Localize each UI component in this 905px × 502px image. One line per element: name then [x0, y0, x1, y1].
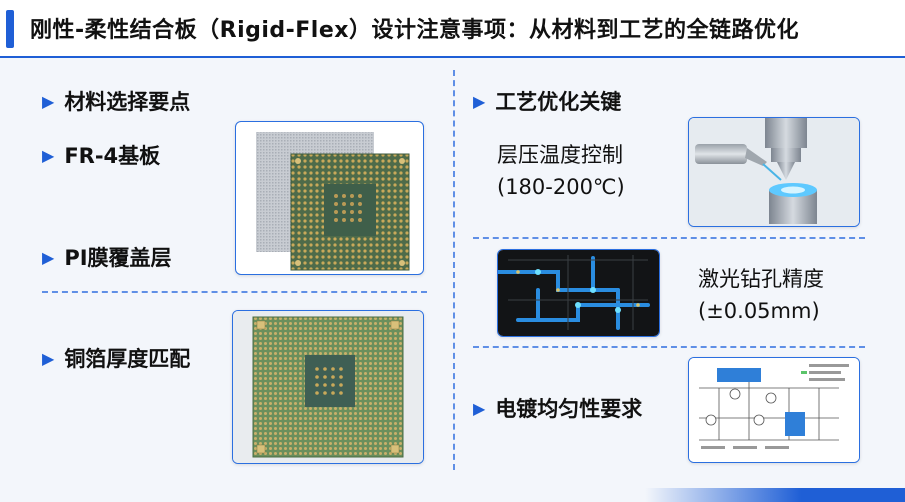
- list-item-label: 铜箔厚度匹配: [64, 347, 191, 371]
- lamination-temperature: 层压温度控制 (180-200℃): [497, 139, 625, 203]
- triangle-right-icon: ▶: [42, 248, 55, 267]
- plating-uniformity: ▶ 电镀均匀性要求: [473, 393, 642, 423]
- lamination-value: (180-200℃): [497, 175, 625, 199]
- title-accent: [6, 10, 14, 48]
- section-heading-materials: ▶ 材料选择要点: [42, 86, 190, 116]
- divider-right-2: [473, 346, 865, 348]
- list-item-label: PI膜覆盖层: [64, 246, 172, 270]
- laser-drill-image: [688, 117, 860, 227]
- triangle-right-icon: ▶: [42, 146, 55, 165]
- laser-drilling-precision: 激光钻孔精度 (±0.05mm): [698, 263, 824, 327]
- copper-foil-chip-image: [232, 310, 424, 464]
- plating-schematic-image: [688, 357, 860, 463]
- drilling-value: (±0.05mm): [698, 299, 820, 323]
- triangle-right-icon: ▶: [473, 399, 486, 418]
- corner-accent: [645, 488, 905, 502]
- plating-label: 电镀均匀性要求: [495, 397, 643, 421]
- divider-right-1: [473, 237, 865, 239]
- lamination-label: 层压温度控制: [497, 143, 623, 167]
- list-item-fr4: ▶ FR-4基板: [42, 140, 160, 170]
- section-heading-materials-label: 材料选择要点: [64, 90, 191, 114]
- list-item-copper-foil: ▶ 铜箔厚度匹配: [42, 343, 190, 373]
- section-heading-process-label: 工艺优化关键: [495, 90, 622, 114]
- drilling-label: 激光钻孔精度: [698, 267, 824, 291]
- triangle-right-icon: ▶: [42, 92, 55, 111]
- list-item-label: FR-4基板: [64, 144, 161, 168]
- section-heading-process: ▶ 工艺优化关键: [473, 86, 621, 116]
- column-divider: [453, 70, 455, 470]
- triangle-right-icon: ▶: [42, 349, 55, 368]
- pcb-trace-image: [497, 249, 660, 337]
- list-item-pi-film: ▶ PI膜覆盖层: [42, 242, 172, 272]
- title-bar: 刚性-柔性结合板（Rigid-Flex）设计注意事项：从材料到工艺的全链路优化: [0, 0, 905, 58]
- page-title: 刚性-柔性结合板（Rigid-Flex）设计注意事项：从材料到工艺的全链路优化: [30, 18, 799, 43]
- triangle-right-icon: ▶: [473, 92, 486, 111]
- fr4-substrate-image: [235, 121, 424, 275]
- divider-left: [42, 291, 427, 293]
